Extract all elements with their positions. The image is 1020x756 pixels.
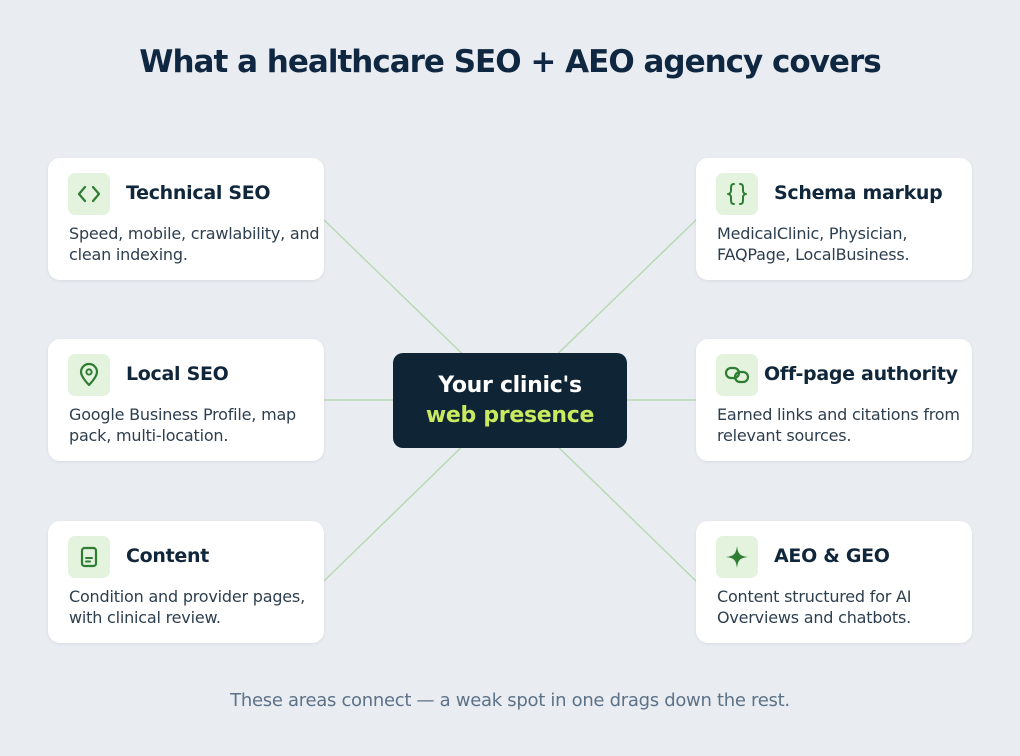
card-title: Technical SEO xyxy=(126,182,271,204)
diagram-title: What a healthcare SEO + AEO agency cover… xyxy=(139,44,881,80)
card-description: Google Business Profile, map pack, multi… xyxy=(69,405,297,445)
card-title: AEO & GEO xyxy=(774,545,890,567)
curly-braces-icon xyxy=(716,173,758,215)
center-label-line1: Your clinic's xyxy=(438,372,582,398)
card-schema-markup: Schema markup MedicalClinic, Physician, … xyxy=(696,158,972,280)
card-offpage-authority: Off-page authority Earned links and cita… xyxy=(696,339,972,461)
center-node: Your clinic's web presence xyxy=(393,353,627,448)
card-technical-seo: Technical SEO Speed, mobile, crawlabilit… xyxy=(48,158,324,280)
code-brackets-icon xyxy=(68,173,110,215)
card-title: Off-page authority xyxy=(764,363,958,385)
sparkle-icon xyxy=(716,536,758,578)
card-title: Local SEO xyxy=(126,363,229,385)
card-description: Content structured for AI Overviews and … xyxy=(717,587,912,627)
card-title: Schema markup xyxy=(774,182,943,204)
card-local-seo: Local SEO Google Business Profile, map p… xyxy=(48,339,324,461)
link-icon xyxy=(716,354,758,396)
card-title: Content xyxy=(126,545,210,567)
card-description: Earned links and citations from relevant… xyxy=(717,405,960,445)
card-description: MedicalClinic, Physician, FAQPage, Local… xyxy=(717,224,910,264)
center-label-line2: web presence xyxy=(425,402,595,428)
card-content: Content Condition and provider pages, wi… xyxy=(48,521,324,643)
card-description: Speed, mobile, crawlability, and clean i… xyxy=(69,224,320,264)
card-aeo-geo: AEO & GEO Content structured for AI Over… xyxy=(696,521,972,643)
footer-note: These areas connect — a weak spot in one… xyxy=(230,690,790,711)
card-description: Condition and provider pages, with clini… xyxy=(69,587,305,627)
map-pin-icon xyxy=(68,354,110,396)
document-icon xyxy=(68,536,110,578)
